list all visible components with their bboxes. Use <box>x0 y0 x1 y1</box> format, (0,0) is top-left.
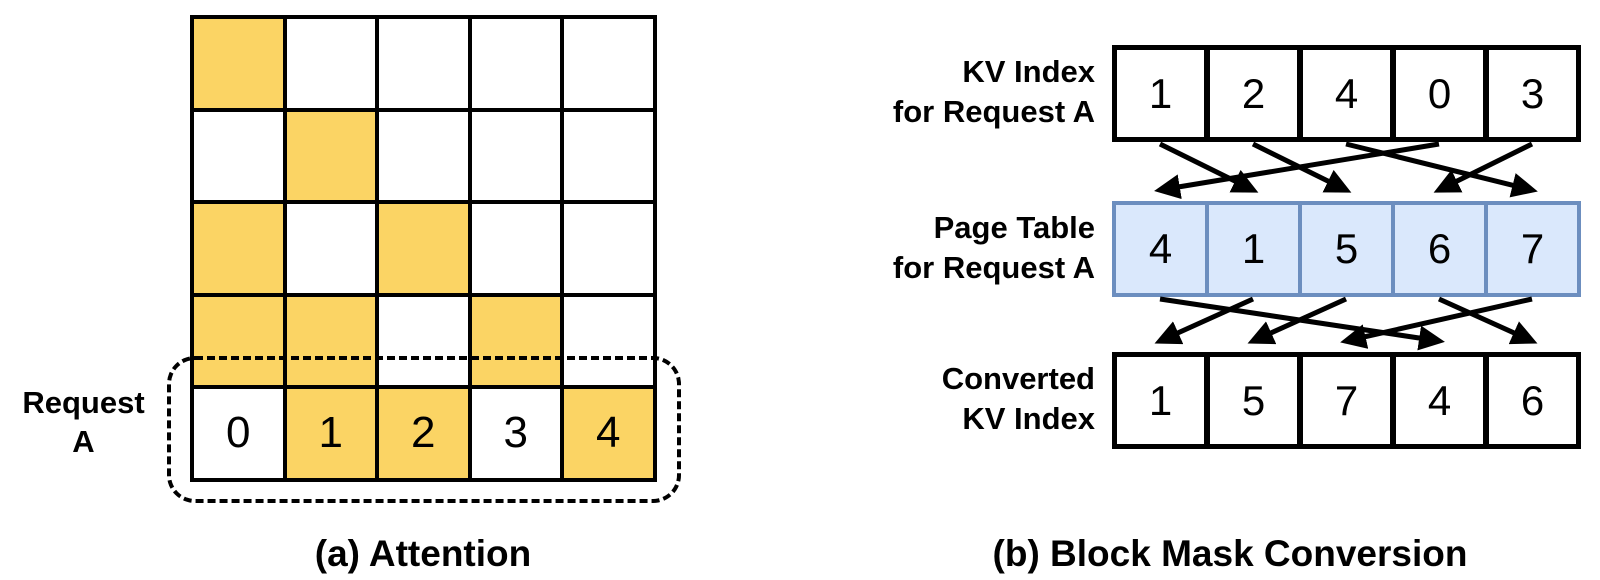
attention-cell-r2c4 <box>562 202 655 295</box>
kv-to-pagetable-arrow-2-to-4 <box>1345 141 1538 198</box>
attention-cell-r2c1 <box>284 202 377 295</box>
kv-index-cell-3: 0 <box>1393 47 1486 140</box>
attention-cell-r0c0 <box>192 17 285 110</box>
kv-to-pagetable-arrow-3-to-0 <box>1154 141 1440 200</box>
pagetable-to-converted-arrow-3-to-4 <box>1437 296 1538 345</box>
page-table-label-line2: for Request A <box>892 249 1095 285</box>
page-table-cell-2: 5 <box>1300 203 1393 295</box>
converted-kv-index-label-line1: Converted <box>941 361 1095 396</box>
attention-cell-r0c3 <box>469 17 562 110</box>
kv-index-cell-1: 2 <box>1207 47 1300 140</box>
attention-cell-r3c2 <box>377 294 470 387</box>
page-table-cell-1: 1 <box>1207 203 1300 295</box>
attention-cell-r4c3: 3 <box>469 387 562 480</box>
attention-cell-r4c1: 1 <box>284 387 377 480</box>
converted-kv-index-cell-3: 4 <box>1393 354 1486 447</box>
attention-cell-r1c4 <box>562 109 655 202</box>
request-a-label-line2: A <box>72 424 95 460</box>
attention-cell-r1c3 <box>469 109 562 202</box>
attention-cell-r0c1 <box>284 17 377 110</box>
kv-index-label-line1: KV Index <box>962 54 1095 89</box>
converted-kv-index-label-line2: KV Index <box>962 400 1095 436</box>
caption-block-mask-conversion: (b) Block Mask Conversion <box>992 533 1468 574</box>
kv-index-cell-4: 3 <box>1486 47 1579 140</box>
converted-kv-index-cell-1: 5 <box>1207 354 1300 447</box>
attention-cell-r3c3 <box>469 294 562 387</box>
page-table-cell-0: 4 <box>1114 203 1207 295</box>
attention-cell-r2c0 <box>192 202 285 295</box>
kv-index-cell-2: 4 <box>1300 47 1393 140</box>
pagetable-to-converted-arrow-0-to-3 <box>1159 296 1445 351</box>
converted-kv-index-label: Converted KV Index <box>815 359 1095 439</box>
attention-cell-r2c3 <box>469 202 562 295</box>
attention-cell-r3c1 <box>284 294 377 387</box>
kv-to-pagetable-arrow-0-to-1 <box>1158 141 1259 193</box>
pagetable-to-converted-arrow-1-to-0 <box>1154 296 1255 345</box>
request-a-label: Request A <box>2 383 165 462</box>
pagetable-to-converted-arrow-2-to-1 <box>1247 296 1348 345</box>
attention-cell-r4c0: 0 <box>192 387 285 480</box>
converted-kv-index-cell-0: 1 <box>1114 354 1207 447</box>
kv-to-pagetable-arrow-1-to-2 <box>1251 141 1352 193</box>
converted-kv-index-cell-4: 6 <box>1486 354 1579 447</box>
attention-cell-r0c2 <box>377 17 470 110</box>
attention-cell-r1c2 <box>377 109 470 202</box>
kv-to-pagetable-arrow-4-to-3 <box>1433 141 1534 193</box>
kv-index-cell-0: 1 <box>1114 47 1207 140</box>
page-table-cell-4: 7 <box>1486 203 1579 295</box>
kv-index-label: KV Index for Request A <box>815 52 1095 132</box>
attention-cell-r1c0 <box>192 109 285 202</box>
attention-cell-r0c4 <box>562 17 655 110</box>
attention-cell-r1c1 <box>284 109 377 202</box>
page-table-label: Page Table for Request A <box>815 208 1095 288</box>
attention-cell-r3c4 <box>562 294 655 387</box>
kv-index-label-line2: for Request A <box>892 93 1095 129</box>
pagetable-to-converted-arrow-4-to-2 <box>1340 296 1533 349</box>
caption-attention: (a) Attention <box>314 533 532 574</box>
request-a-label-line1: Request <box>22 385 145 420</box>
page-table-cell-3: 6 <box>1393 203 1486 295</box>
attention-cell-r3c0 <box>192 294 285 387</box>
request-a-dashed-outline <box>167 356 681 503</box>
attention-cell-r4c2: 2 <box>377 387 470 480</box>
page-table-label-line1: Page Table <box>933 210 1095 245</box>
converted-kv-index-cell-2: 7 <box>1300 354 1393 447</box>
attention-cell-r4c4: 4 <box>562 387 655 480</box>
attention-cell-r2c2 <box>377 202 470 295</box>
